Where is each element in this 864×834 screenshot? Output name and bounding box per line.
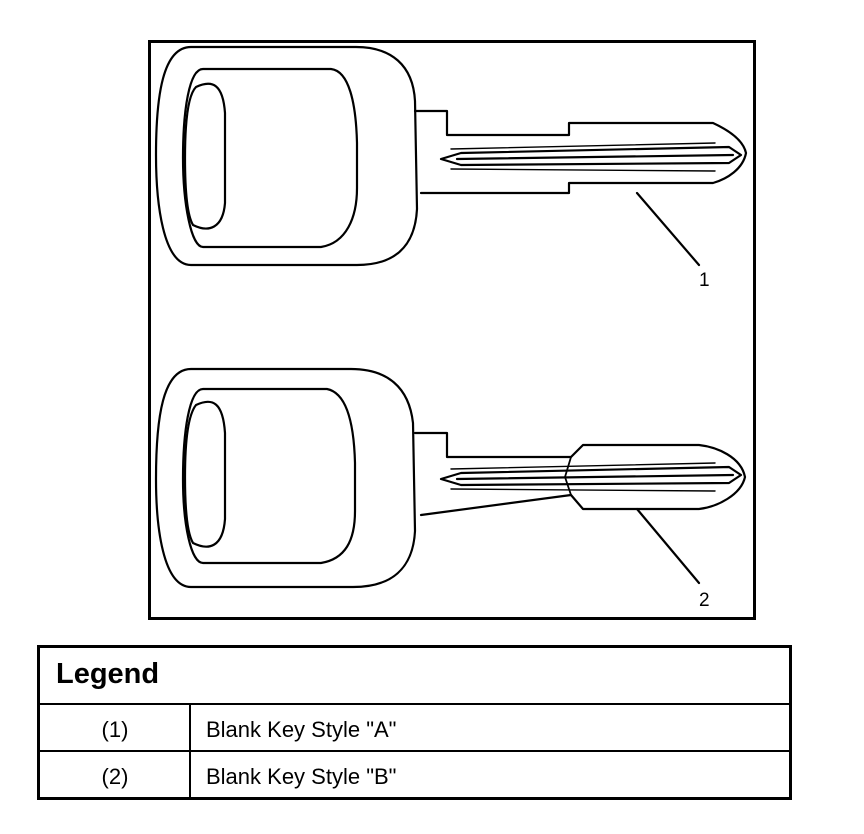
- key-b-head-outer: [154, 367, 417, 589]
- key-a-groove-line: [455, 153, 735, 161]
- legend-header: Legend: [40, 648, 789, 705]
- legend-row-number: (2): [101, 764, 129, 789]
- legend-title: Legend: [56, 658, 160, 690]
- key-a-head-outer: [154, 45, 419, 267]
- key-b-grip-hole: [183, 400, 227, 548]
- callout-1-label: 1: [699, 270, 710, 291]
- key-b-head-inner: [181, 387, 357, 565]
- callout-2-label: 2: [699, 590, 710, 611]
- key-a-blade-groove: [439, 145, 743, 167]
- key-a-grip-hole: [183, 82, 227, 230]
- key-b-blade-groove: [439, 465, 743, 487]
- callout-1-leader: [635, 191, 701, 267]
- legend-row-description: Blank Key Style "B": [206, 764, 397, 789]
- callout-2-leader: [635, 507, 701, 585]
- key-b-groove-line: [455, 473, 735, 481]
- key-diagram: 1 2: [148, 40, 756, 620]
- legend-row-number: (1): [101, 717, 129, 742]
- key-b-blade-outline: [413, 431, 747, 517]
- key-illustration: [154, 45, 748, 589]
- legend-table: Legend (1) Blank Key Style "A" (2) Blank…: [37, 645, 792, 800]
- legend-row: (1) Blank Key Style "A": [40, 705, 789, 752]
- blank-key-b: [154, 367, 747, 589]
- key-a-head-inner: [181, 67, 359, 249]
- blank-key-a: [154, 45, 748, 267]
- legend-row-description: Blank Key Style "A": [206, 717, 397, 742]
- legend-row: (2) Blank Key Style "B": [40, 752, 789, 797]
- key-a-blade-outline: [413, 109, 748, 195]
